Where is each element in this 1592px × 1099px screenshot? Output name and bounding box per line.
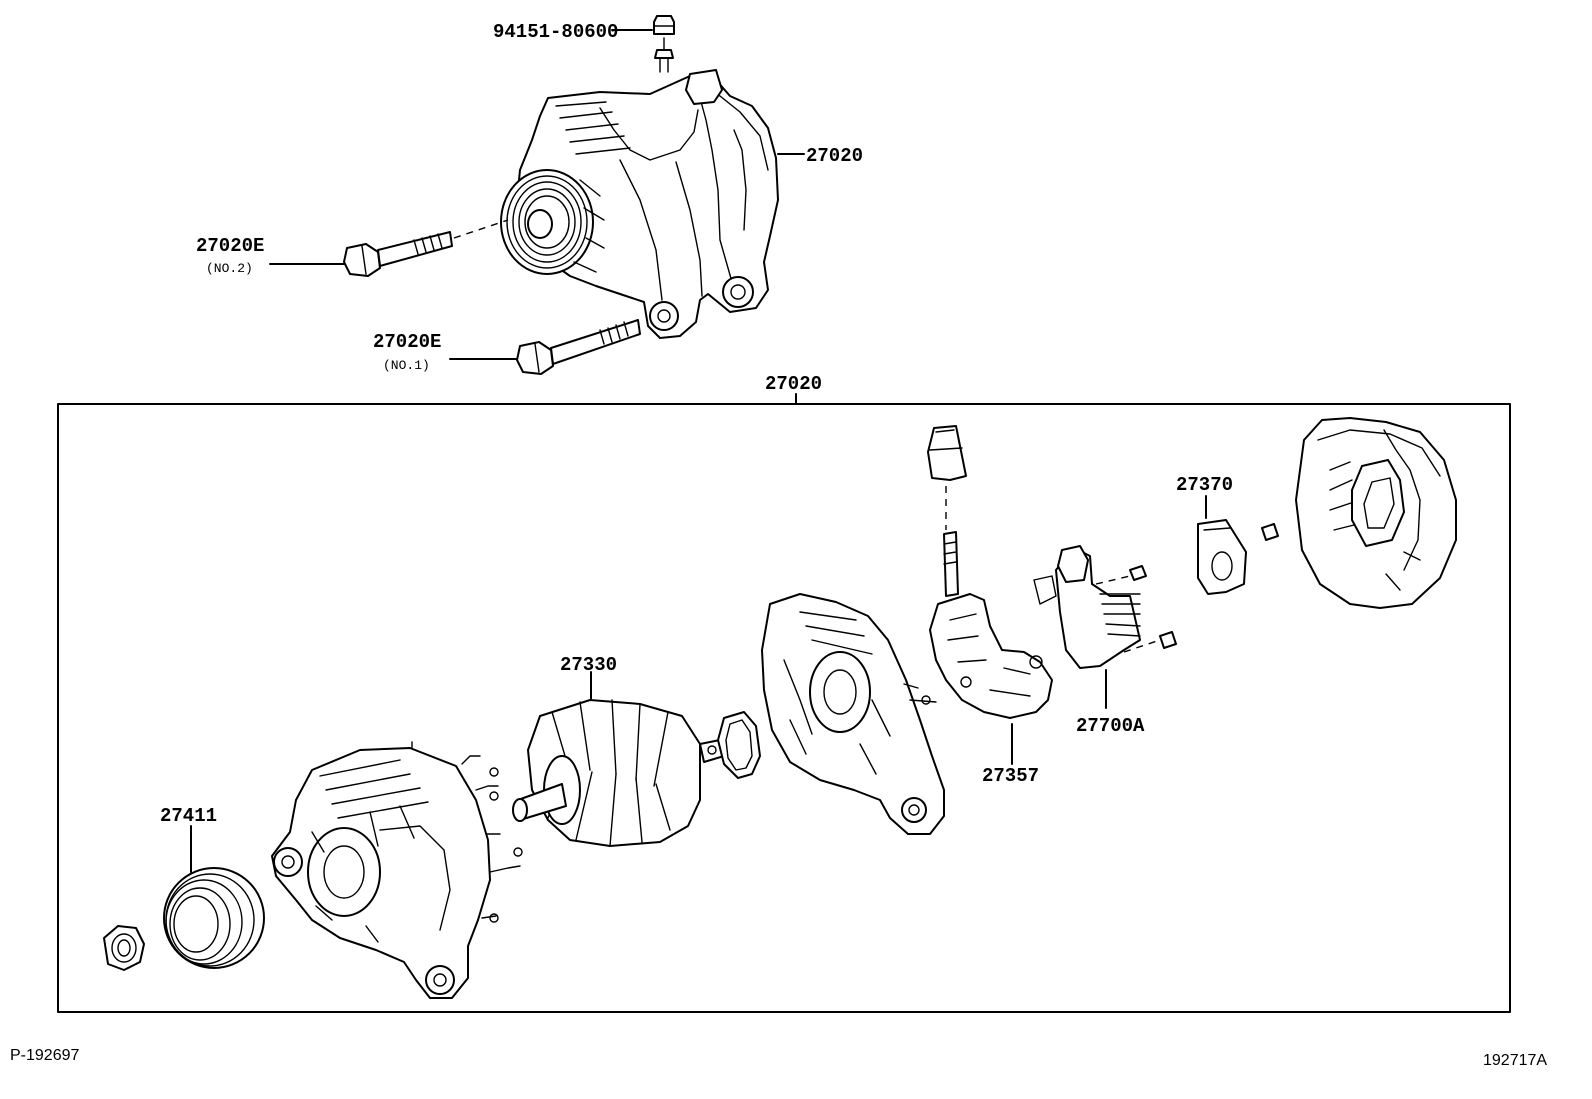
label-bolt-no2-note: (NO.2) [206,261,253,276]
label-rotor-27330: 27330 [560,654,617,676]
rotor-27330-part [512,699,725,847]
rear-end-cover-part [1295,417,1457,609]
rectifier-end-frame-part [761,593,945,835]
pulley-nut-part [103,925,145,971]
bearing-retainer-part [717,711,761,779]
label-bolt-27020E-no1: 27020E [373,331,441,353]
regulator-27700A-part [1033,545,1141,669]
label-insulator-27370: 27370 [1176,474,1233,496]
footer-left-code: P-192697 [10,1047,79,1064]
bolt-no2-part [343,219,509,277]
terminal-insulator-part [927,425,967,530]
label-regulator-27700A: 27700A [1076,715,1145,737]
label-assembly-27020: 27020 [765,373,822,395]
label-alternator-27020: 27020 [806,145,863,167]
label-94151-80600: 94151-80600 [493,21,618,43]
insulator-screw [1261,523,1279,541]
label-bolt-27020E-no2: 27020E [196,235,264,257]
label-pulley-27411: 27411 [160,805,217,827]
brush-holder-27357-part [929,531,1053,719]
drive-end-frame-part [271,741,523,999]
assembled-pulley [500,169,594,275]
alternator-assembly-illustration [500,15,779,339]
footer-right-code: 192717A [1483,1052,1547,1069]
regulator-screw-upper [1129,565,1147,581]
label-brush-holder-27357: 27357 [982,765,1039,787]
regulator-screw-lower [1159,631,1177,649]
insulator-27370-part [1197,519,1247,595]
assembly-exploded-box [57,403,1511,1013]
label-bolt-no1-note: (NO.1) [383,358,430,373]
bolt-no1-part [516,319,641,375]
pulley-27411-part [163,867,265,969]
top-nut-part [653,15,675,73]
